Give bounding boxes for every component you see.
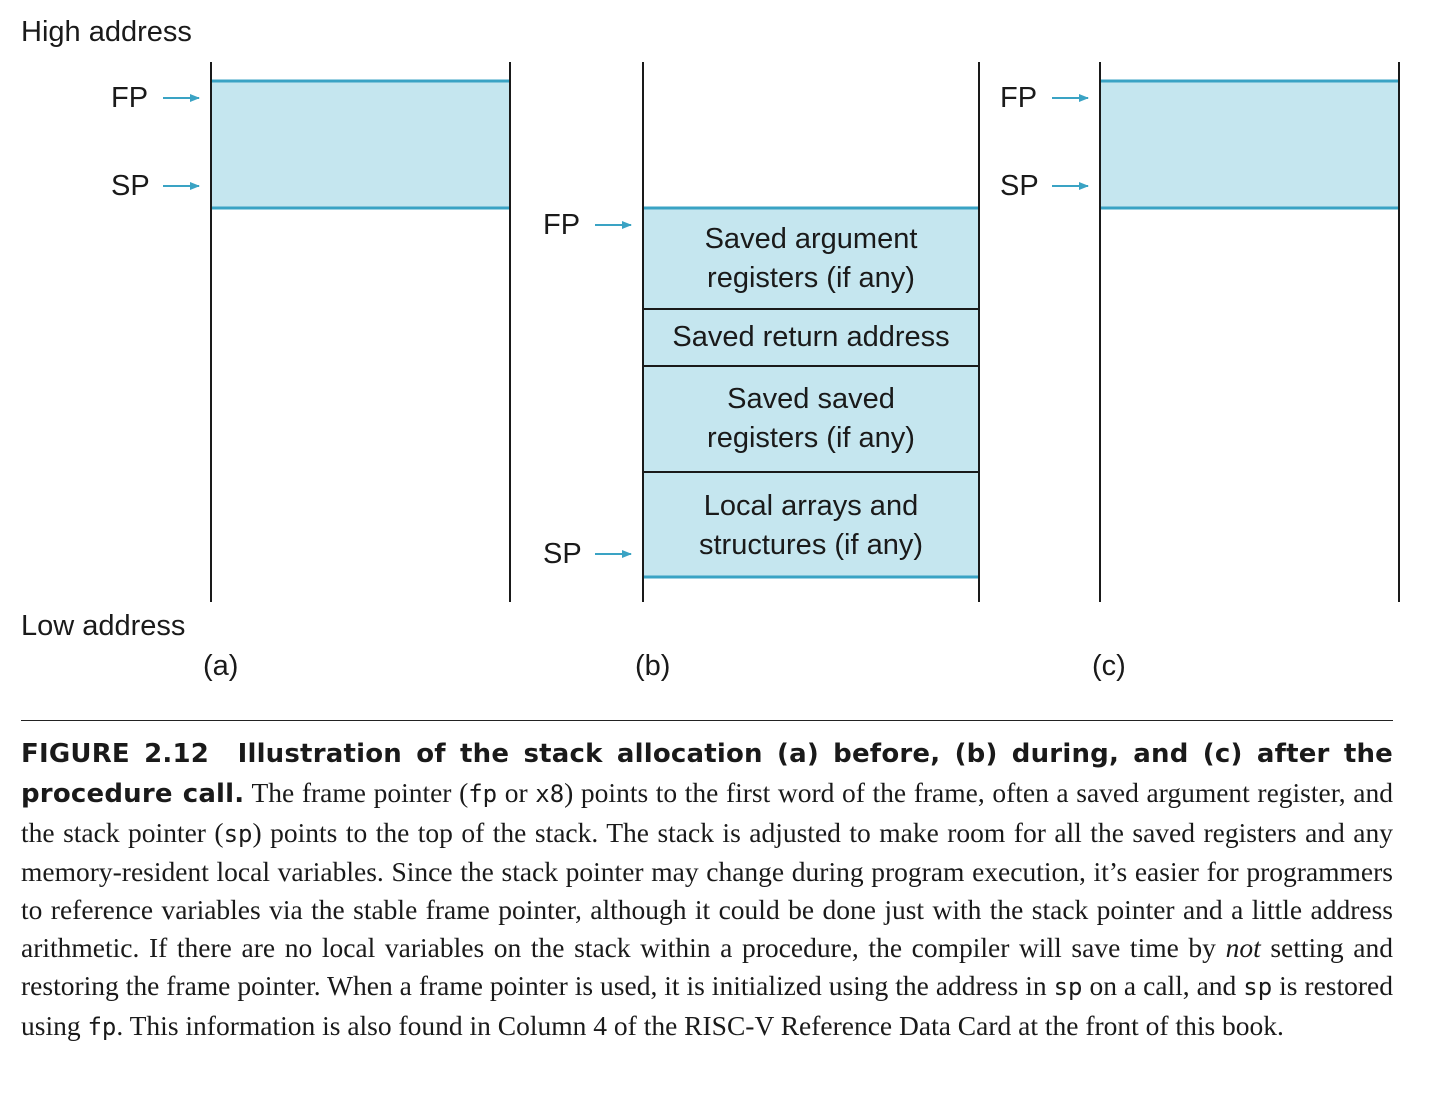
caption-code-11: sp: [1243, 972, 1273, 1001]
caption-text-14: . This information is also found in Colu…: [116, 1009, 1284, 1041]
caption-text-0: The frame pointer (: [244, 776, 469, 808]
figure-label: FIGURE 2.12: [21, 739, 210, 769]
panel-c-caption: (c): [1092, 650, 1126, 682]
high-address-label: High address: [21, 16, 192, 48]
panel-a: [163, 62, 511, 602]
caption-text-8: setting and restoring the frame pointer.…: [21, 931, 1393, 1001]
caption-code-13: fp: [87, 1012, 117, 1041]
caption-rule: [21, 720, 1393, 721]
panel-a-frame: [211, 81, 510, 208]
low-address-label: Low address: [21, 610, 186, 642]
panel-a-fp-label: FP: [111, 82, 149, 114]
panel-b-fp-label: FP: [543, 209, 581, 241]
panel-b-sp-label: SP: [543, 538, 582, 570]
saved-return-address-block: Saved return address: [672, 321, 950, 353]
caption-text-10: on a call, and: [1082, 969, 1244, 1001]
saved-argument-registers-block: Saved argument registers (if any): [704, 223, 918, 294]
panel-a-caption: (a): [203, 650, 239, 682]
stack-diagram: [163, 62, 1400, 602]
panel-b: [595, 62, 980, 602]
caption-text-2: or: [497, 776, 536, 808]
panel-a-sp-label: SP: [111, 170, 150, 202]
panel-c-frame: [1100, 81, 1399, 208]
local-arrays-structures-block: Local arrays and structures (if any): [699, 490, 923, 561]
figure-caption-body: The frame pointer (fp or x8) points to t…: [21, 777, 1393, 1041]
caption-code-3: x8: [535, 779, 565, 808]
saved-saved-registers-block: Saved saved registers (if any): [707, 383, 915, 454]
caption-code-9: sp: [1053, 972, 1083, 1001]
caption-code-5: sp: [223, 819, 253, 848]
figure-caption: FIGURE 2.12 Illustration of the stack al…: [21, 734, 1393, 1046]
panel-c-sp-label: SP: [1000, 170, 1039, 202]
caption-text-12: is restored using: [21, 969, 1393, 1041]
caption-text-4: ) points to the first word of the frame,…: [21, 776, 1393, 848]
panel-b-caption: (b): [635, 650, 671, 682]
panel-c-fp-label: FP: [1000, 82, 1038, 114]
panel-b-frame: [643, 208, 979, 577]
figure-title: Illustration of the stack allocation (a)…: [21, 739, 1393, 809]
panel-c: [1052, 62, 1400, 602]
caption-emphasis-7: not: [1225, 931, 1261, 963]
caption-text-6: ) points to the top of the stack. The st…: [21, 816, 1393, 963]
caption-code-1: fp: [468, 779, 498, 808]
